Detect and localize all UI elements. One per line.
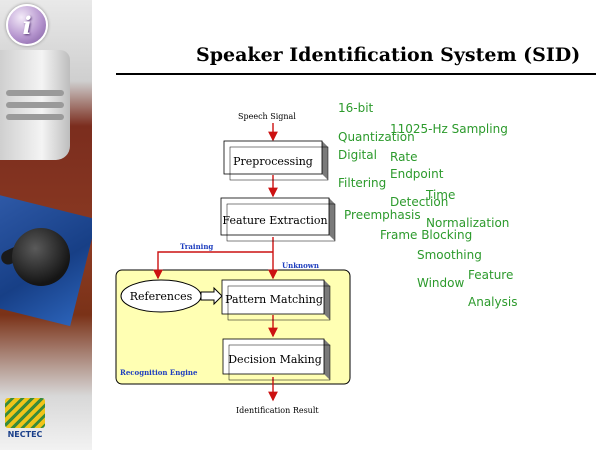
annotation-quantization: Quantization (338, 130, 415, 144)
decision-making-block: Decision Making (222, 338, 331, 381)
annotation-normalization: Normalization (426, 216, 510, 230)
identification-result-label: Identification Result (236, 406, 319, 415)
recognition-engine-label: Recognition Engine (120, 368, 198, 377)
arrow-training-branch (153, 251, 273, 280)
nectec-logo-text: NECTEC (7, 430, 43, 439)
nectec-logo-icon: NECTEC (4, 398, 46, 444)
info-logo-icon: i (6, 4, 48, 46)
references-block: References (120, 279, 202, 313)
unknown-label: Unknown (282, 261, 319, 270)
microphone-photo (12, 228, 70, 286)
annotation-preemphasis: Preemphasis (344, 208, 421, 222)
annotation-detection: Detection (390, 195, 449, 209)
feature-extraction-label: Feature Extraction (222, 214, 327, 227)
speech-signal-label: Speech Signal (238, 112, 296, 121)
preprocessing-label: Preprocessing (233, 155, 313, 168)
training-label: Training (180, 242, 213, 251)
annotation-16-bit: 16-bit (338, 101, 374, 115)
feature-extraction-block: Feature Extraction (220, 197, 336, 242)
speaker-photo (0, 50, 70, 160)
annotation-endpoint: Endpoint (390, 167, 444, 181)
annotation-digital: Digital (338, 148, 377, 162)
pattern-matching-label: Pattern Matching (225, 293, 323, 306)
annotation-sampling: 11025-Hz Sampling (390, 122, 508, 136)
title-underline (116, 73, 596, 75)
annotation-filtering: Filtering (338, 176, 387, 190)
references-label: References (130, 290, 193, 303)
annotation-feature: Feature (468, 268, 514, 282)
annotation-frame-blocking: Frame Blocking (380, 228, 473, 242)
nectec-logo-mark (5, 398, 45, 428)
annotation-rate: Rate (390, 150, 418, 164)
preprocessing-block: Preprocessing (223, 140, 329, 181)
annotation-time: Time (426, 188, 456, 202)
pattern-matching-block: Pattern Matching (221, 279, 331, 321)
annotation-analysis: Analysis (468, 295, 518, 309)
annotation-smoothing: Smoothing (417, 248, 482, 262)
decision-making-label: Decision Making (228, 353, 322, 366)
arrow-references-to-matching (200, 286, 223, 306)
info-logo-letter: i (22, 10, 32, 40)
slide-title: Speaker Identification System (SID) (196, 44, 581, 66)
decorative-photo-strip (0, 0, 92, 450)
annotation-window: Window (417, 276, 465, 290)
